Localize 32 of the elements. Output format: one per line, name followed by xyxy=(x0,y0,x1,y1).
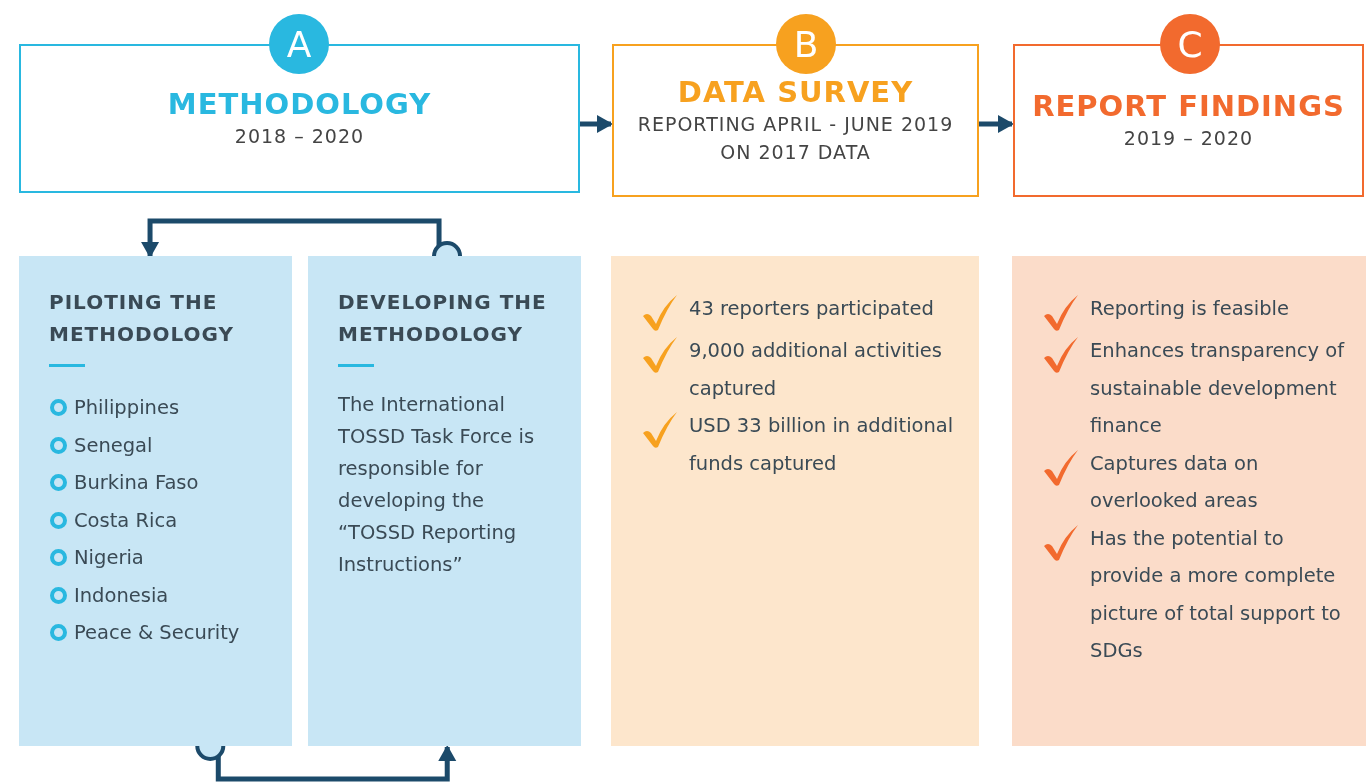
letter-badge: C xyxy=(1160,14,1220,74)
box-subtitle: 2019 – 2020 xyxy=(1122,125,1255,151)
panel-background xyxy=(611,256,979,746)
list-item: 9,000 additional activities captured xyxy=(689,338,943,402)
panel-background xyxy=(308,256,581,746)
connector-arrow xyxy=(979,115,1014,133)
box-title: DATA SURVEY xyxy=(677,74,914,109)
box-subtitle: REPORTING APRIL - JUNE 2019 ON 2017 DATA xyxy=(636,111,955,165)
list-item: Captures data on overlooked areas xyxy=(1090,450,1260,514)
panel-heading: PILOTING THE METHODOLOGY xyxy=(49,289,236,348)
list-item: Indonesia xyxy=(74,582,169,609)
list-item: USD 33 billion in additional funds captured xyxy=(689,413,955,477)
list-item: Costa Rica xyxy=(74,507,178,534)
box-subtitle: 2018 – 2020 xyxy=(233,123,366,149)
box-title: METHODOLOGY xyxy=(167,86,432,121)
connector-arrow xyxy=(580,115,613,133)
list-item: Has the potential to provide a more complete picture of total support to SDGs xyxy=(1090,525,1342,664)
list-item: Reporting is feasible xyxy=(1090,296,1289,322)
list-item: Philippines xyxy=(74,395,180,421)
list-item: Nigeria xyxy=(74,545,144,571)
list-item: 43 reporters participated xyxy=(689,296,934,322)
list-item: Burkina Faso xyxy=(74,470,199,496)
list-item: Peace & Security xyxy=(74,620,240,646)
panel-paragraph: The International TOSSD Task Force is responsible for developing the “TOSSD Reporting Instructions” xyxy=(338,392,536,578)
box-title: REPORT FINDINGS xyxy=(1032,88,1345,123)
panel-background xyxy=(19,256,292,746)
panel-background xyxy=(1012,256,1366,746)
letter-badge: A xyxy=(269,14,329,74)
list-item: Senegal xyxy=(74,432,153,459)
panel-heading: DEVELOPING THE METHODOLOGY xyxy=(338,289,548,348)
list-item: Enhances transparency of sustainable development finance xyxy=(1090,338,1346,439)
letter-badge: B xyxy=(776,14,836,74)
